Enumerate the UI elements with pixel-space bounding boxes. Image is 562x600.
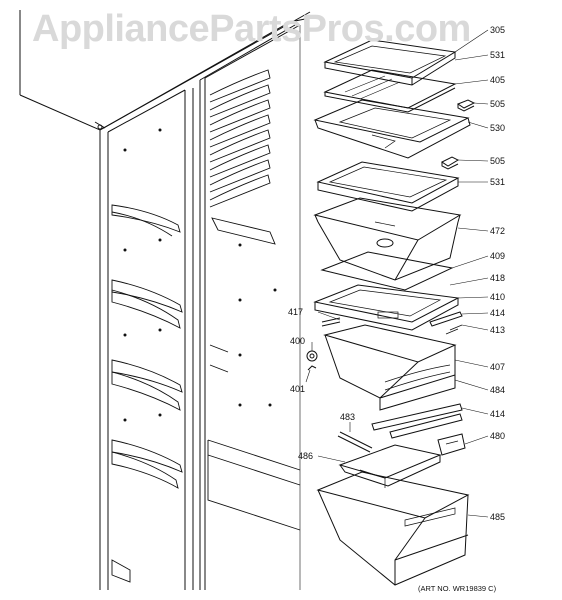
bracket-480 — [437, 433, 466, 456]
callout-483: 483 — [340, 412, 355, 422]
door-bins — [111, 204, 183, 583]
roller-400 — [306, 350, 318, 371]
callout-400: 400 — [290, 336, 305, 346]
callout-486: 486 — [298, 451, 313, 461]
leader-lines — [305, 29, 489, 518]
art-number: (ART NO. WR19839 C) — [418, 584, 497, 593]
pan-472 — [313, 197, 462, 281]
callout-414b: 414 — [490, 409, 505, 419]
cabinet-holes — [123, 128, 277, 422]
callout-409: 409 — [490, 251, 505, 261]
shelf-frame-531-lower — [316, 161, 460, 212]
callout-305: 305 — [490, 25, 505, 35]
slide-414a — [429, 311, 463, 335]
cabinet-shelf-ribs — [207, 69, 301, 531]
drawer-485 — [316, 471, 470, 586]
callout-413: 413 — [490, 325, 505, 335]
clip-505a — [456, 99, 476, 112]
callout-531b: 531 — [490, 177, 505, 187]
callout-410: 410 — [490, 292, 505, 302]
callout-472: 472 — [490, 226, 505, 236]
rod-483 — [337, 431, 373, 453]
callout-414a: 414 — [490, 308, 505, 318]
callout-401: 401 — [290, 384, 305, 394]
clip-505b — [441, 156, 460, 170]
callout-418: 418 — [490, 273, 505, 283]
callout-530: 530 — [490, 123, 505, 133]
glass-405 — [323, 69, 457, 113]
callout-labels: 305 531 405 505 530 505 531 472 409 418 … — [288, 25, 505, 522]
cover-486 — [338, 444, 442, 488]
glass-409 — [320, 251, 454, 291]
callout-405: 405 — [490, 75, 505, 85]
callout-505b: 505 — [490, 156, 505, 166]
rail-414b — [371, 403, 463, 439]
callout-531a: 531 — [490, 50, 505, 60]
watermark-text: AppliancePartsPros.com — [32, 8, 471, 50]
cabinet-outline — [19, 10, 321, 590]
callout-484: 484 — [490, 385, 505, 395]
callout-417: 417 — [288, 307, 303, 317]
drawer-407 — [323, 324, 457, 411]
callout-480: 480 — [490, 431, 505, 441]
callout-407: 407 — [490, 362, 505, 372]
callout-505a: 505 — [490, 99, 505, 109]
callout-485: 485 — [490, 512, 505, 522]
